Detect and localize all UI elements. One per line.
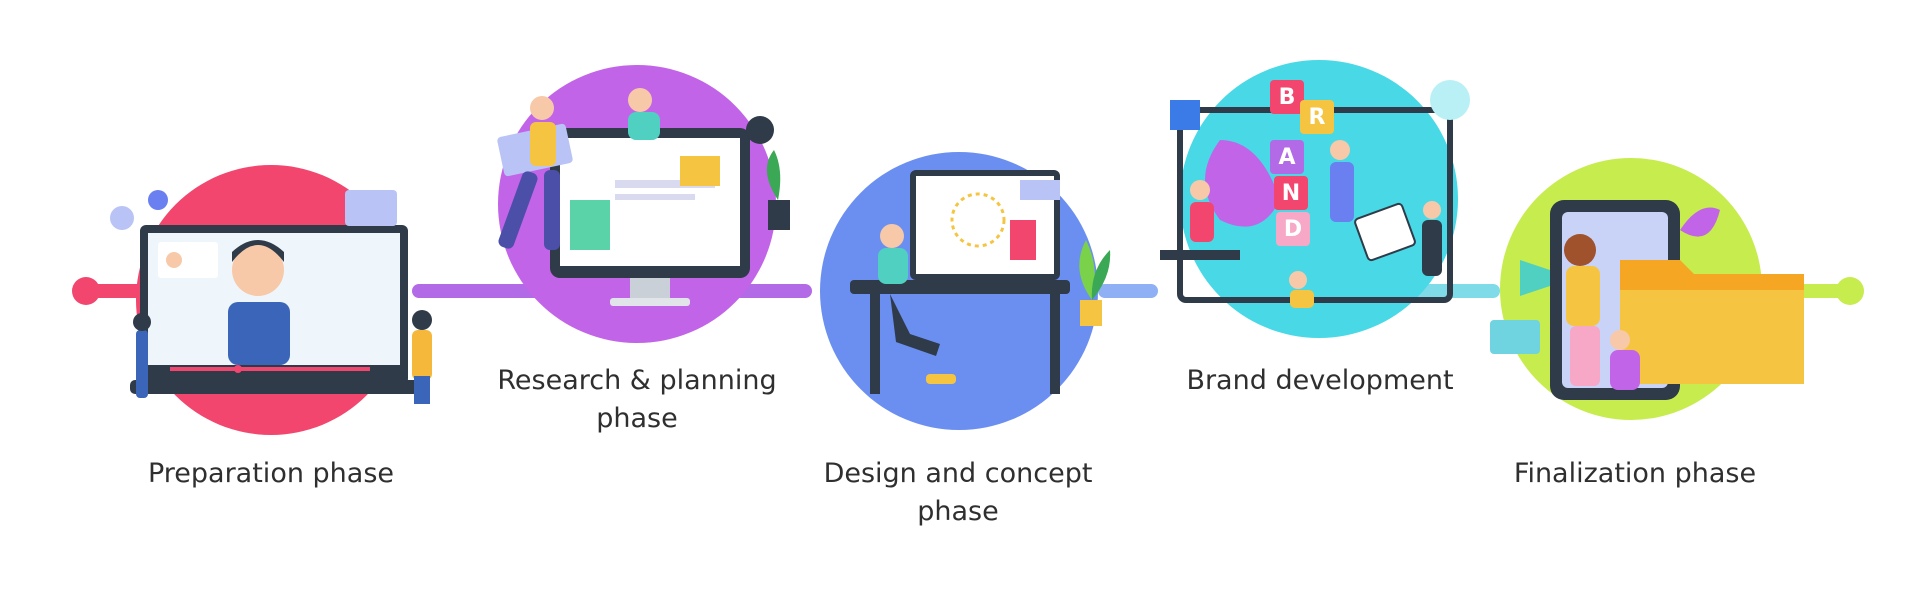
brand-label: Brand development — [1186, 365, 1454, 396]
brand-block-d: D — [1284, 217, 1302, 242]
brand-block-r: R — [1309, 105, 1326, 130]
designer-desk-icon — [850, 170, 1111, 394]
brand-blocks-icon: B R A N D — [1160, 80, 1470, 308]
brand-block-a: A — [1278, 145, 1295, 170]
web-analytics-icon — [497, 88, 790, 306]
brand-block-b: B — [1279, 85, 1296, 110]
preparation-label: Preparation phase — [147, 458, 395, 489]
video-call-icon — [110, 190, 432, 404]
brand-block-n: N — [1282, 181, 1300, 206]
end-dot — [1836, 277, 1864, 305]
design-label: Design and concept phase — [823, 458, 1093, 527]
connector-design — [1098, 284, 1158, 298]
research-label: Research & planning phase — [497, 365, 777, 434]
connector-start — [90, 284, 150, 298]
finalization-label: Finalization phase — [1513, 458, 1757, 489]
folder-megaphone-icon — [1490, 200, 1804, 400]
